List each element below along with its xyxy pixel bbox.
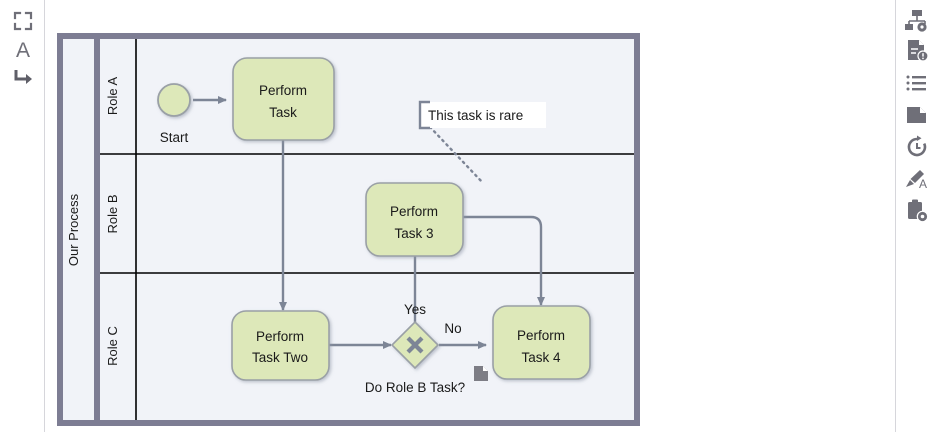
annotation-association[interactable] (428, 125, 485, 185)
structure-settings-icon[interactable] (904, 8, 930, 34)
page-icon[interactable] (904, 102, 930, 128)
task1-label-line2: Task (269, 105, 297, 120)
clipboard-settings-icon[interactable] (904, 198, 930, 224)
task2-box (231, 310, 330, 381)
lane-role-b[interactable]: Role B (105, 194, 120, 233)
lanes: Role A Role B Role C (100, 39, 634, 420)
task3-label-line2: Task 3 (394, 226, 433, 241)
annotation-background (420, 102, 546, 128)
list-icon[interactable] (904, 70, 930, 96)
task2-label-line2: Task Two (252, 350, 308, 365)
lane-label-role-b: Role B (105, 194, 120, 233)
lane-label-role-c: Role C (105, 326, 120, 366)
node-task-perform-task-3[interactable]: Perform Task 3 (365, 182, 464, 257)
lane-role-a[interactable]: Role A (105, 77, 120, 116)
pool-label: Our Process (66, 193, 81, 266)
flow-task3-to-task4[interactable] (463, 215, 545, 306)
bpmn-diagram: Our Process Role A Role B Role C (57, 33, 640, 426)
task4-box (492, 305, 591, 380)
lane-role-c[interactable]: Role C (105, 326, 120, 366)
association-dotted-line (428, 125, 485, 185)
svg-text:A: A (16, 39, 30, 62)
task1-box (232, 57, 335, 141)
document-marker-icon[interactable] (474, 366, 488, 381)
node-task-perform-task[interactable]: Perform Task (232, 57, 335, 141)
text-tool-icon[interactable]: A (10, 36, 36, 62)
timer-icon[interactable] (904, 134, 930, 160)
edge-label-yes: Yes (404, 302, 426, 317)
connector-tool-icon[interactable] (10, 64, 36, 90)
task4-label-line1: Perform (517, 328, 565, 343)
annotation-bracket (418, 100, 430, 130)
right-toolbar: A (895, 0, 936, 432)
diagram-canvas[interactable]: Our Process Role A Role B Role C (46, 0, 894, 432)
edge-label-no: No (444, 321, 461, 336)
document-alert-icon[interactable] (904, 38, 930, 64)
text-annotation[interactable]: This task is rare (418, 100, 546, 130)
pen-annotate-icon[interactable]: A (904, 166, 930, 192)
node-task-perform-task-two[interactable]: Perform Task Two (231, 310, 330, 381)
gateway-x-icon (406, 336, 424, 354)
lane-label-role-a: Role A (105, 77, 120, 116)
node-exclusive-gateway[interactable]: Do Role B Task? (365, 320, 465, 395)
edge-labels: Yes No (404, 302, 462, 336)
node-start-event[interactable]: Start (157, 83, 191, 145)
left-toolbar: A (0, 0, 45, 432)
annotation-text: This task is rare (428, 108, 523, 123)
start-event-circle (157, 83, 191, 117)
svg-text:A: A (919, 177, 927, 191)
task3-box (365, 182, 464, 257)
fullscreen-icon[interactable] (10, 8, 36, 34)
task3-label-line1: Perform (390, 204, 438, 219)
gateway-label: Do Role B Task? (365, 380, 465, 395)
task4-label-line2: Task 4 (521, 350, 561, 365)
task2-label-line1: Perform (256, 329, 304, 344)
task1-label-line1: Perform (259, 83, 307, 98)
node-task-perform-task-4[interactable]: Perform Task 4 (492, 305, 591, 380)
start-event-label: Start (160, 130, 189, 145)
